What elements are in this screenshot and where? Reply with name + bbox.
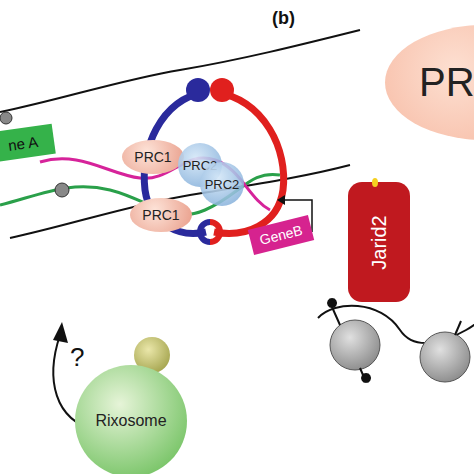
rixosome-circle: Rixosome [75,365,187,474]
bead [0,112,12,124]
red-anchor [210,78,234,102]
protein-oval: PRC1 [130,198,192,232]
nucleosome [330,320,380,370]
arrow-head [277,195,285,205]
node-text: PRC1 [142,207,179,223]
modification-mark [372,178,378,187]
protein-circle: PRC2 [200,162,244,206]
panel-label: (b) [272,8,295,29]
red-anchor [210,222,220,242]
bead [55,183,69,197]
histone-tail [360,368,370,382]
blue-anchor [186,78,210,102]
node-text: PRC1 [134,149,171,165]
histone-tail [455,321,461,335]
jarid2-box: Jarid2 [348,182,410,302]
node-text: Jarid2 [367,215,390,269]
gene-box: ne A [0,124,56,162]
question-mark: ? [70,342,84,373]
node-text: GeneB [258,222,304,248]
arrow-head [53,322,68,343]
node-text: PR [419,60,474,105]
nucleosome [420,332,470,382]
protein-oval: PRC1 [122,140,184,174]
blue-anchor [200,222,210,242]
histone-tail [328,299,340,325]
node-text: PRC2 [205,177,240,192]
node-text: Rixosome [95,412,166,430]
gene-box: GeneB [248,215,314,255]
node-text: ne A [7,132,39,153]
prc2-oval: PR [385,25,474,140]
